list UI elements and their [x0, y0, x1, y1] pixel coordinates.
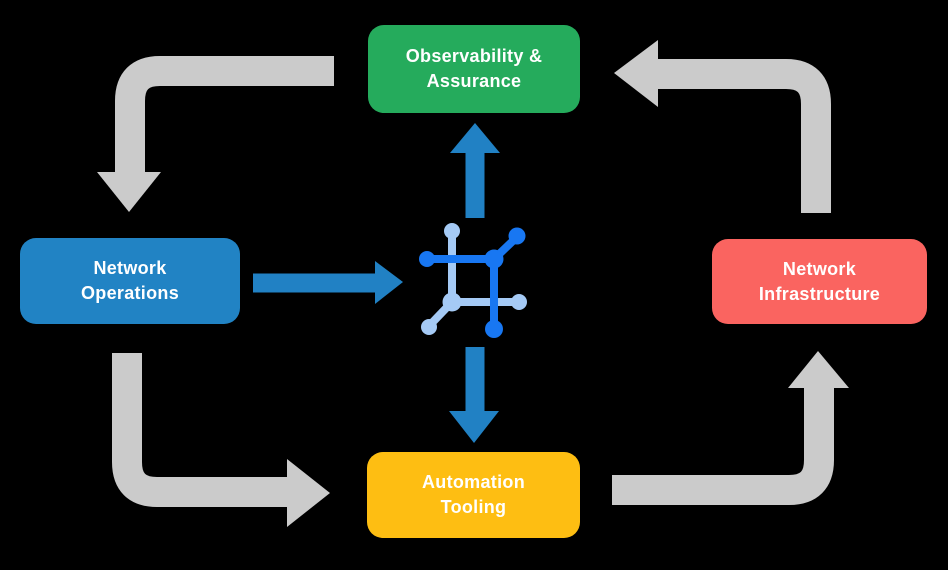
arrow-center-to-automation: [449, 347, 499, 443]
node-label: Network Infrastructure: [758, 258, 881, 304]
fabric-dark-branches: [419, 227, 526, 338]
node-network-operations: Network Operations: [20, 238, 240, 324]
arrow-center-to-observability: [450, 123, 500, 218]
node-network-infrastructure: Network Infrastructure: [712, 239, 927, 324]
fabric-junction-dot: [442, 292, 462, 312]
arrow-operations-to-automation: [112, 353, 330, 527]
node-label: Observability & Assurance: [405, 46, 543, 91]
arrow-shaft: [657, 59, 831, 213]
fabric-node-dot: [511, 294, 527, 310]
fabric-node-dot: [444, 223, 460, 239]
arrow-infrastructure-to-observability: [614, 40, 831, 213]
arrowhead-down-icon: [97, 172, 161, 212]
flow-arrows: [253, 123, 500, 443]
arrow-observability-to-operations: [97, 56, 334, 212]
node-label: Automation Tooling: [422, 472, 525, 517]
node-automation-tooling: Automation Tooling: [367, 452, 580, 538]
arrow-automation-to-infrastructure: [612, 351, 849, 505]
fabric-node-dot: [485, 320, 503, 338]
arrow-shaft: [112, 353, 288, 507]
node-label: Network Operations: [80, 258, 180, 303]
arrowhead-right-icon: [287, 459, 330, 527]
fabric-node-dot: [419, 251, 435, 267]
node-observability-assurance: Observability & Assurance: [368, 25, 580, 113]
arrow-operations-to-center: [253, 261, 403, 304]
arrow-shaft: [612, 387, 834, 505]
network-fabric-icon: [419, 223, 527, 338]
fabric-junction-dot: [484, 249, 504, 269]
arrowhead-up-icon: [788, 351, 849, 388]
arrowhead-up-icon: [450, 123, 500, 153]
cycle-arrows: [97, 40, 849, 527]
arrowhead-left-icon: [614, 40, 658, 107]
fabric-node-dot: [421, 319, 437, 335]
fabric-node-dot: [508, 227, 526, 245]
fabric-light-branches: [421, 223, 527, 335]
arrowhead-right-icon: [375, 261, 403, 304]
arrow-shaft: [115, 56, 334, 173]
arrowhead-down-icon: [449, 411, 499, 443]
